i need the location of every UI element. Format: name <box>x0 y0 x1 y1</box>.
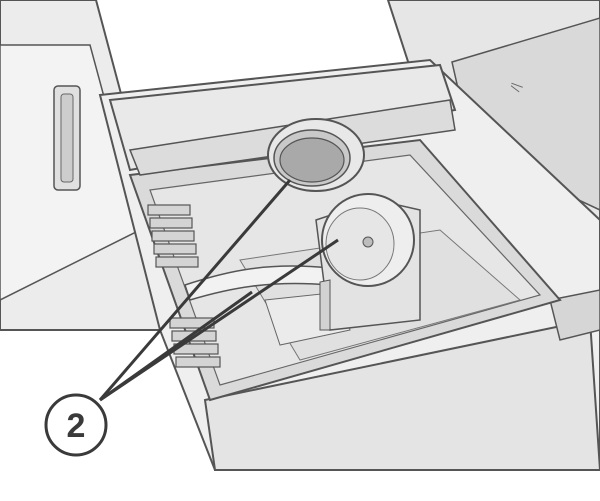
callout-leader-lines <box>98 179 339 402</box>
ribbon-supply-roll-icon <box>267 118 365 192</box>
callout-circle-icon: 2 <box>44 393 108 457</box>
ribbon-takeup-roll-icon <box>315 193 421 331</box>
front-latch <box>549 289 600 341</box>
callout-label: 2 <box>67 407 86 445</box>
